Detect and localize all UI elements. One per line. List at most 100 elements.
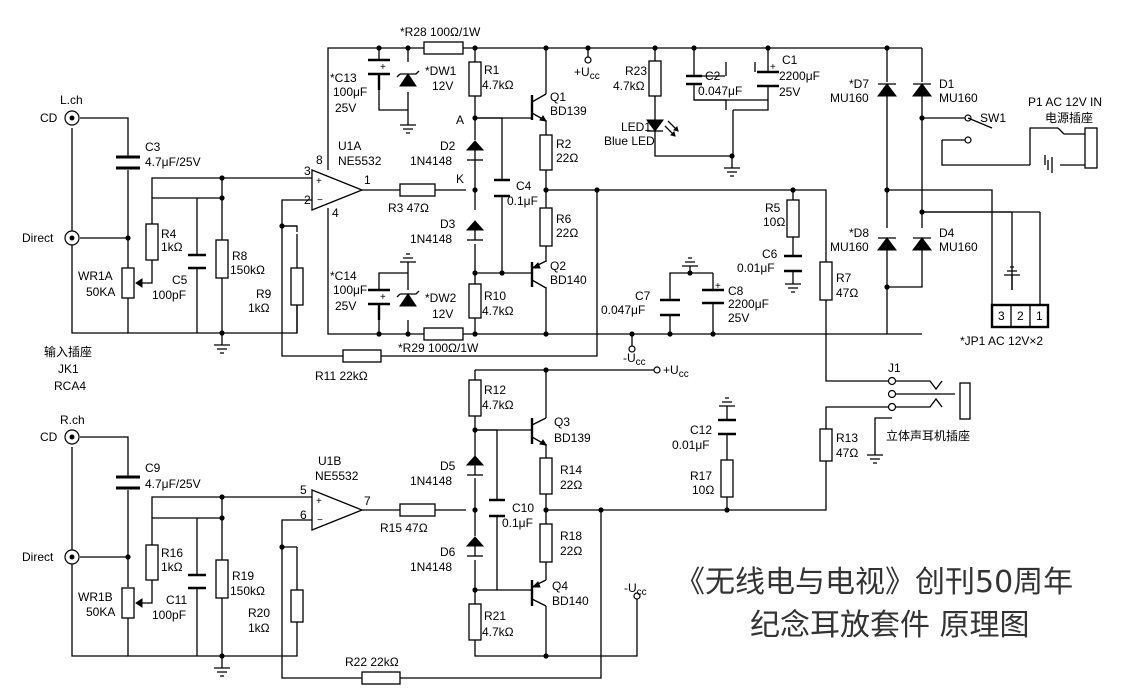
- label-r13-v: 47Ω: [836, 446, 858, 460]
- label-r8-v: 150kΩ: [230, 263, 265, 277]
- svg-text:+: +: [380, 62, 386, 73]
- label-c7-v: 0.047μF: [601, 303, 645, 317]
- label-d2-v: 1N4148: [410, 154, 452, 168]
- label-c13-a: 100μF: [333, 85, 367, 99]
- label-c14-b: 25V: [335, 299, 356, 313]
- label-r7-v: 47Ω: [836, 286, 858, 300]
- label-r20-v: 1kΩ: [248, 621, 270, 635]
- label-r14-v: 22Ω: [560, 478, 582, 492]
- label-d8: *D8: [849, 226, 869, 240]
- label-r15: R15 47Ω: [380, 521, 428, 535]
- lower-wires: [71, 369, 955, 679]
- ground-icons: [214, 124, 1053, 677]
- label-c10-v: 0.1μF: [502, 516, 533, 530]
- label-jp-1: 1: [1036, 309, 1043, 323]
- label-r16: R16: [161, 546, 183, 560]
- label-a: A: [456, 113, 464, 127]
- capacitors-polarized: + + + +: [368, 58, 779, 320]
- rca-jack-direct-right: [64, 549, 80, 565]
- label-q2-v: BD140: [550, 273, 587, 287]
- label-pin6: 6: [300, 508, 307, 522]
- label-r1: R1: [484, 63, 500, 77]
- power-pins: [584, 56, 661, 600]
- label-c1: C1: [782, 53, 798, 67]
- label-r18-v: 22Ω: [560, 544, 582, 558]
- title-line-1: 《无线电与电视》创刊50周年: [675, 565, 1073, 600]
- label-d5-v: 1N4148: [410, 474, 452, 488]
- label-d4: D4: [939, 226, 955, 240]
- label-ucc-neg: -Ucc: [623, 351, 646, 368]
- potentiometer-wr1a: [121, 267, 143, 299]
- label-rca4: RCA4: [54, 379, 86, 393]
- signal-diodes: [465, 140, 485, 557]
- label-q3-v: BD139: [554, 431, 591, 445]
- svg-text:+: +: [715, 281, 721, 292]
- label-r7: R7: [836, 271, 852, 285]
- label-r11: R11 22kΩ: [315, 369, 368, 383]
- upper-wires: [71, 47, 1041, 382]
- label-sw1: SW1: [980, 111, 1006, 125]
- label-c1-a: 2200μF: [779, 69, 820, 83]
- label-cd-l: CD: [40, 111, 58, 125]
- label-d6: D6: [440, 545, 456, 559]
- label-r17: R17: [690, 469, 712, 483]
- label-c9: C9: [145, 461, 161, 475]
- label-r6: R6: [556, 212, 572, 226]
- label-d6-v: 1N4148: [410, 560, 452, 574]
- label-cd-r: CD: [40, 430, 58, 444]
- label-r17-v: 10Ω: [692, 483, 714, 497]
- label-q4-v: BD140: [552, 594, 589, 608]
- label-u1b: U1B: [318, 454, 341, 468]
- label-c13-b: 25V: [335, 101, 356, 115]
- label-c7: C7: [635, 289, 651, 303]
- label-r3: R3 47Ω: [388, 201, 429, 215]
- label-pin8: 8: [316, 153, 323, 167]
- label-d5: D5: [440, 459, 456, 473]
- label-pin1: 1: [364, 173, 371, 187]
- label-c5-v: 100pF: [152, 288, 186, 302]
- label-j1-cn: 立体声耳机插座: [886, 428, 970, 443]
- label-jk1: JK1: [58, 362, 79, 376]
- label-wr1a-v: 50KA: [86, 285, 115, 299]
- connector-jp1: [990, 303, 1050, 329]
- label-pin4: 4: [332, 206, 339, 220]
- label-r12: R12: [484, 383, 506, 397]
- label-r2: R2: [556, 137, 572, 151]
- capacitor-c3: [116, 155, 140, 170]
- zener-diodes: [396, 70, 420, 307]
- label-c11: C11: [166, 593, 187, 607]
- svg-text:+: +: [316, 176, 322, 187]
- label-c6-v: 0.01μF: [737, 261, 775, 275]
- potentiometer-wr1b: [121, 587, 143, 619]
- label-lch: L.ch: [60, 93, 83, 107]
- label-c1-b: 25V: [779, 85, 800, 99]
- label-c3: C3: [145, 140, 161, 154]
- svg-text:−: −: [317, 515, 323, 526]
- label-d4-v: MU160: [939, 240, 978, 254]
- label-wr1b-v: 50KA: [86, 605, 115, 619]
- label-r1-v: 4.7kΩ: [482, 78, 514, 92]
- label-c4: C4: [516, 179, 532, 193]
- label-r10: R10: [484, 289, 506, 303]
- label-r9-v: 1kΩ: [248, 301, 270, 315]
- label-pin7: 7: [364, 494, 371, 508]
- label-r14: R14: [560, 463, 582, 477]
- rca-jack-cd-right: [64, 429, 80, 445]
- label-c6: C6: [762, 247, 778, 261]
- label-r10-v: 4.7kΩ: [482, 304, 514, 318]
- label-c2: C2: [705, 69, 721, 83]
- label-dw1: *DW1: [425, 64, 457, 78]
- label-jp-2: 2: [1017, 309, 1024, 323]
- label-r21-v: 4.7kΩ: [482, 625, 514, 639]
- label-ucc-top: +Ucc: [574, 65, 600, 82]
- label-ucc-lower: +Ucc: [663, 363, 689, 380]
- label-u1a: U1A: [338, 139, 361, 153]
- rca-jack-cd-left: [64, 110, 80, 126]
- label-c8-b: 25V: [728, 311, 749, 325]
- label-d8-v: MU160: [830, 240, 869, 254]
- label-r6-v: 22Ω: [556, 226, 578, 240]
- label-c4-v: 0.1μF: [507, 194, 538, 208]
- led-icon: [646, 118, 679, 140]
